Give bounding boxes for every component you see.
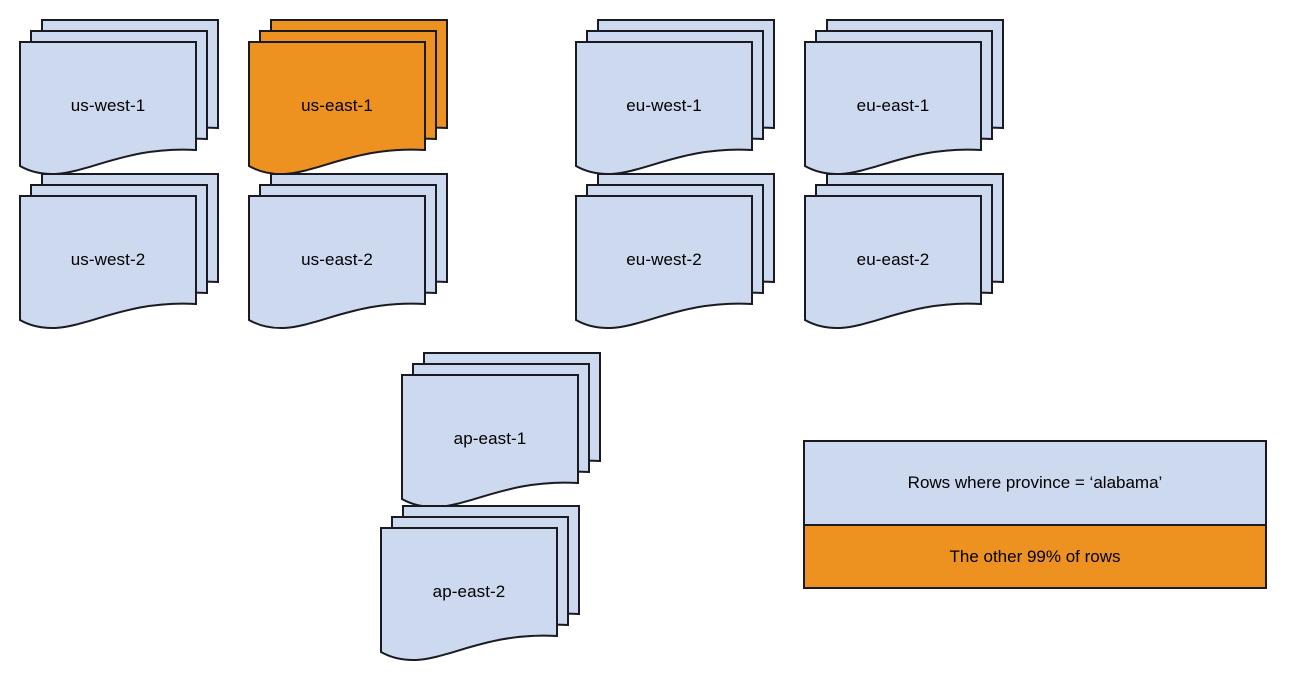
region-stack-us-east-2[interactable]: us-east-2	[248, 173, 455, 330]
stack-sheet-shape	[401, 374, 579, 509]
stack-sheet-shape	[380, 527, 558, 662]
region-stack-us-west-1[interactable]: us-west-1	[19, 19, 226, 176]
region-stack-us-west-2[interactable]: us-west-2	[19, 173, 226, 330]
legend-box: Rows where province = ‘alabama’ The othe…	[803, 440, 1267, 589]
stack-sheet-shape	[804, 195, 982, 330]
stack-sheet	[804, 41, 982, 176]
stack-sheet	[248, 195, 426, 330]
stack-sheet-shape	[248, 41, 426, 176]
region-stack-eu-east-2[interactable]: eu-east-2	[804, 173, 1011, 330]
region-stack-eu-east-1[interactable]: eu-east-1	[804, 19, 1011, 176]
region-stack-us-east-1[interactable]: us-east-1	[248, 19, 455, 176]
legend-row-other-rows: The other 99% of rows	[805, 524, 1265, 587]
stack-sheet-shape	[248, 195, 426, 330]
stack-sheet	[380, 527, 558, 662]
stack-sheet	[575, 41, 753, 176]
stack-sheet-shape	[19, 41, 197, 176]
region-stack-ap-east-2[interactable]: ap-east-2	[380, 505, 587, 662]
stack-sheet	[19, 41, 197, 176]
stack-sheet	[804, 195, 982, 330]
stack-sheet-shape	[804, 41, 982, 176]
stack-sheet-shape	[575, 195, 753, 330]
stack-sheet-shape	[19, 195, 197, 330]
stack-sheet	[19, 195, 197, 330]
legend-row-rows-alabama: Rows where province = ‘alabama’	[805, 442, 1265, 524]
stack-sheet	[401, 374, 579, 509]
region-stack-ap-east-1[interactable]: ap-east-1	[401, 352, 608, 509]
region-stack-eu-west-1[interactable]: eu-west-1	[575, 19, 782, 176]
stack-sheet	[248, 41, 426, 176]
stack-sheet-shape	[575, 41, 753, 176]
region-stack-eu-west-2[interactable]: eu-west-2	[575, 173, 782, 330]
stack-sheet	[575, 195, 753, 330]
